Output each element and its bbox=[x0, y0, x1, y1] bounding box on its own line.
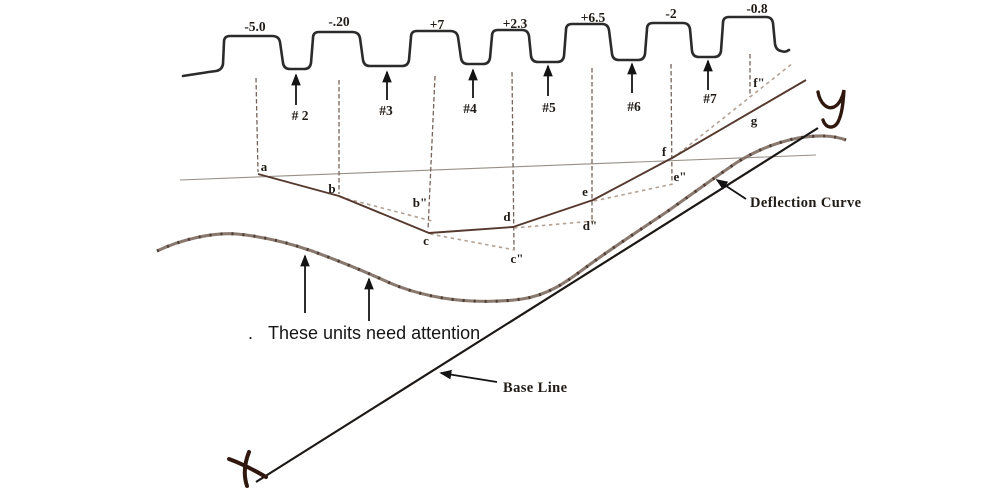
tooth-reading-label-6: -2 bbox=[665, 6, 676, 21]
baseline-arrow bbox=[439, 369, 498, 383]
unit-centerline-6 bbox=[670, 63, 673, 184]
tooth-profile bbox=[181, 15, 791, 78]
point-label-g: g bbox=[751, 113, 758, 128]
point-label-e2: e" bbox=[674, 169, 687, 184]
unit-label-4: #4 bbox=[463, 101, 477, 116]
tooth-reading-label-2: -.20 bbox=[328, 14, 350, 29]
point-label-e: e bbox=[582, 184, 588, 199]
deflection-label: Deflection Curve bbox=[750, 195, 862, 211]
point-label-d2: d" bbox=[583, 218, 597, 233]
unit-centerlines bbox=[255, 54, 751, 250]
deflection-arrow bbox=[715, 179, 747, 200]
point-label-c: c bbox=[423, 233, 429, 248]
deflection-polyline bbox=[257, 79, 807, 234]
point-label-f: f bbox=[662, 144, 667, 159]
point-label-d: d bbox=[503, 209, 511, 224]
attention-text: These units need attention bbox=[268, 323, 480, 343]
x-axis-mark bbox=[227, 450, 268, 488]
unit-label-3: #3 bbox=[379, 103, 393, 118]
attention-curve bbox=[156, 134, 847, 303]
projection-lines bbox=[339, 62, 794, 251]
unit-label-2: # 2 bbox=[292, 108, 309, 123]
point-label-f2: f" bbox=[753, 75, 765, 90]
unit-label-5: #5 bbox=[542, 100, 556, 115]
sight-line bbox=[179, 154, 817, 181]
projection-line-c bbox=[429, 233, 516, 251]
attention-period: . bbox=[248, 323, 253, 343]
attention-curve-group bbox=[156, 134, 847, 303]
projection-line-b bbox=[339, 196, 433, 222]
point-label-a: a bbox=[261, 159, 268, 174]
point-label-b: b bbox=[328, 181, 335, 196]
unit-centerline-4 bbox=[511, 71, 515, 250]
projection-line-f bbox=[672, 62, 794, 159]
unit-arrows bbox=[291, 59, 713, 105]
baseline-label: Base Line bbox=[503, 380, 568, 396]
tooth-reading-label-1: -5.0 bbox=[244, 19, 266, 34]
point-label-c2: c" bbox=[511, 251, 524, 266]
unit-labels: # 2 #3 #4 #5 #6 #7 bbox=[292, 91, 717, 123]
tooth-reading-label-5: +6.5 bbox=[581, 10, 606, 25]
tooth-reading-label-3: +7 bbox=[430, 17, 445, 32]
deflection-annotation: Deflection Curve bbox=[715, 179, 862, 211]
tooth-readings: -5.0 -.20 +7 +2.3 +6.5 -2 -0.8 bbox=[244, 1, 768, 34]
tooth-reading-label-7: -0.8 bbox=[746, 1, 768, 16]
unit-label-6: #6 bbox=[627, 99, 641, 114]
baseline-annotation: Base Line bbox=[439, 369, 568, 396]
unit-label-7: #7 bbox=[703, 91, 717, 106]
base-line bbox=[255, 127, 819, 483]
tooth-reading-label-4: +2.3 bbox=[503, 16, 528, 31]
attention-annotation: . These units need attention bbox=[248, 254, 480, 343]
unit-centerline-3 bbox=[427, 75, 436, 231]
point-labels: a b b" c c" d d" e e" f f" g bbox=[261, 75, 765, 266]
unit-centerline-1 bbox=[255, 77, 259, 173]
y-axis-mark bbox=[816, 89, 846, 129]
point-label-b2: b" bbox=[413, 195, 427, 210]
